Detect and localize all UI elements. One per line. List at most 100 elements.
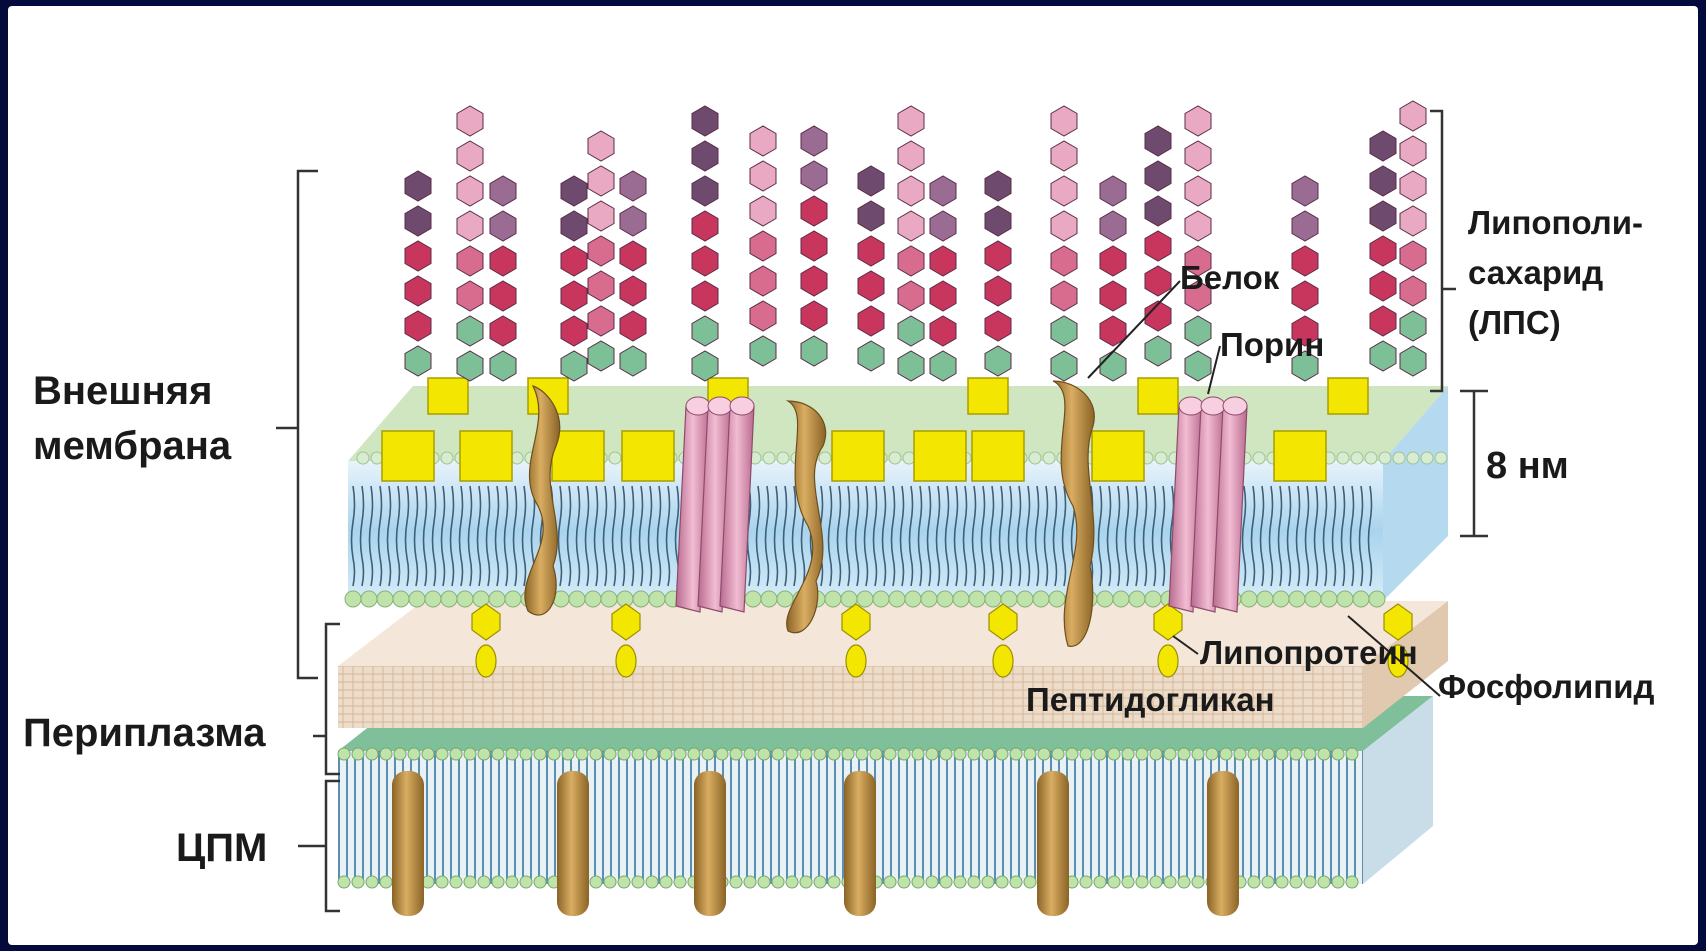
cpm-head-bottom bbox=[786, 876, 798, 888]
om-head-top bbox=[777, 452, 789, 464]
lps-sugar bbox=[801, 301, 827, 331]
lps-sugar bbox=[1051, 316, 1077, 346]
cpm-head-top bbox=[520, 748, 532, 760]
lps-sugar bbox=[457, 351, 483, 381]
lps-sugar bbox=[561, 281, 587, 311]
lps-sugar bbox=[620, 206, 646, 236]
cpm-head-top bbox=[366, 748, 378, 760]
cpm-head-top bbox=[604, 748, 616, 760]
cpm-head-top bbox=[1094, 748, 1106, 760]
cpm-head-bottom bbox=[898, 876, 910, 888]
cpm-head-top bbox=[576, 748, 588, 760]
cpm-head-top bbox=[660, 748, 672, 760]
om-head-bottom bbox=[1241, 591, 1257, 607]
om-head-bottom bbox=[1337, 591, 1353, 607]
lps-sugar bbox=[858, 166, 884, 196]
cpm-head-bottom bbox=[814, 876, 826, 888]
lipid-a-block bbox=[552, 431, 604, 481]
cpm-head-top bbox=[926, 748, 938, 760]
lps-sugar bbox=[898, 281, 924, 311]
cpm-head-top bbox=[408, 748, 420, 760]
om-head-bottom bbox=[1049, 591, 1065, 607]
cpm-head-top bbox=[688, 748, 700, 760]
cpm-head-top bbox=[772, 748, 784, 760]
om-head-top bbox=[1379, 452, 1391, 464]
lps-sugar bbox=[620, 346, 646, 376]
lps-sugar bbox=[620, 171, 646, 201]
lipid-a-block bbox=[914, 431, 966, 481]
cpm-protein bbox=[392, 771, 424, 916]
cpm-head-bottom bbox=[604, 876, 616, 888]
porin-opening bbox=[730, 397, 754, 415]
cpm-head-bottom bbox=[534, 876, 546, 888]
lps-sugar bbox=[1051, 351, 1077, 381]
lps-sugar bbox=[457, 281, 483, 311]
lps-sugar bbox=[405, 276, 431, 306]
om-head-top bbox=[371, 452, 383, 464]
cpm-head-top bbox=[912, 748, 924, 760]
phospholipid-label: Фосфолипид bbox=[1438, 668, 1654, 705]
lps-sugar bbox=[692, 211, 718, 241]
lps-sugar bbox=[1185, 176, 1211, 206]
lps-sugar bbox=[588, 236, 614, 266]
lipid-a-block bbox=[622, 431, 674, 481]
cpm-head-bottom bbox=[1024, 876, 1036, 888]
cpm-head-top bbox=[352, 748, 364, 760]
cpm-head-top bbox=[1346, 748, 1358, 760]
lps-sugar bbox=[1145, 161, 1171, 191]
lps-sugar bbox=[801, 196, 827, 226]
lps-sugar bbox=[750, 196, 776, 226]
cpm-head-top bbox=[1080, 748, 1092, 760]
cpm-head-top bbox=[1220, 748, 1232, 760]
om-head-top bbox=[357, 452, 369, 464]
cpm-head-top bbox=[744, 748, 756, 760]
cpm-head-top bbox=[1052, 748, 1064, 760]
om-head-bottom bbox=[489, 591, 505, 607]
cpm-head-top bbox=[380, 748, 392, 760]
lps-sugar bbox=[1400, 346, 1426, 376]
lps-sugar bbox=[1100, 211, 1126, 241]
om-head-bottom bbox=[873, 591, 889, 607]
om-head-bottom bbox=[361, 591, 377, 607]
lps-sugar bbox=[1145, 336, 1171, 366]
lps-sugar bbox=[985, 311, 1011, 341]
cpm-head-bottom bbox=[968, 876, 980, 888]
cpm-head-bottom bbox=[492, 876, 504, 888]
lps-sugar bbox=[898, 316, 924, 346]
lps-sugar bbox=[985, 346, 1011, 376]
om-head-bottom bbox=[969, 591, 985, 607]
lps-sugar bbox=[588, 306, 614, 336]
cpm-head-top bbox=[1164, 748, 1176, 760]
lipid-a-block-back bbox=[1138, 378, 1178, 414]
cpm-layer bbox=[338, 696, 1433, 916]
om-head-bottom bbox=[441, 591, 457, 607]
cpm-head-top bbox=[492, 748, 504, 760]
lps-sugar bbox=[457, 246, 483, 276]
lipid-a-block bbox=[1092, 431, 1144, 481]
outer-membrane-bracket bbox=[298, 171, 318, 678]
lps-label-3: (ЛПС) bbox=[1468, 304, 1561, 341]
lps-sugar bbox=[405, 171, 431, 201]
om-head-top bbox=[1407, 452, 1419, 464]
lps-sugar bbox=[930, 351, 956, 381]
lps-sugar bbox=[405, 346, 431, 376]
cpm-head-bottom bbox=[1290, 876, 1302, 888]
cpm-head-top bbox=[758, 748, 770, 760]
cpm-head-top bbox=[884, 748, 896, 760]
lps-sugar bbox=[1292, 211, 1318, 241]
cpm-head-bottom bbox=[1318, 876, 1330, 888]
porin-opening bbox=[708, 397, 732, 415]
lps-sugar bbox=[561, 246, 587, 276]
lps-sugar bbox=[898, 106, 924, 136]
cpm-head-bottom bbox=[1262, 876, 1274, 888]
cpm-head-bottom bbox=[674, 876, 686, 888]
porin-opening bbox=[686, 397, 710, 415]
lps-sugar bbox=[858, 306, 884, 336]
lps-sugar bbox=[620, 311, 646, 341]
lps-sugar bbox=[898, 141, 924, 171]
cpm-head-bottom bbox=[828, 876, 840, 888]
lps-sugar bbox=[1145, 266, 1171, 296]
lps-sugar bbox=[1185, 106, 1211, 136]
cpm-head-top bbox=[940, 748, 952, 760]
om-head-top bbox=[1351, 452, 1363, 464]
